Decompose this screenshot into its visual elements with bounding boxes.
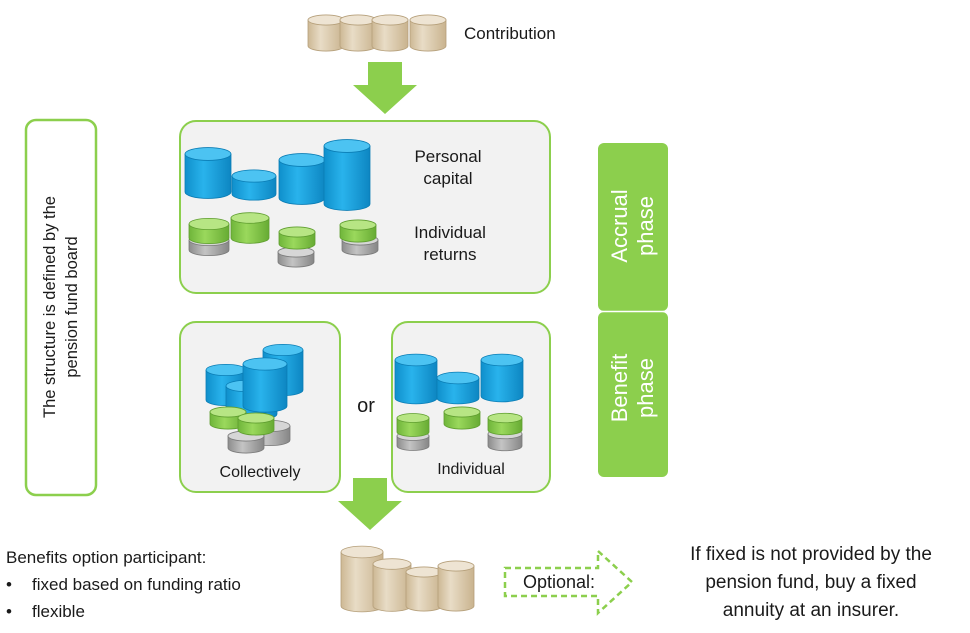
green-cylinder-icon: [188, 217, 230, 244]
blue-cylinder-icon: [394, 353, 438, 405]
structure-note-box: [24, 118, 98, 497]
blue-cylinder-icon: [436, 371, 480, 405]
individual-returns-line-2: returns: [423, 245, 477, 264]
personal-capital-line-1: Personal: [414, 147, 482, 166]
arrow-down-benefits: [338, 478, 402, 530]
contribution-label: Contribution: [464, 24, 556, 43]
benefit-phase-bar: [598, 312, 668, 477]
green-cylinder-icon: [339, 219, 377, 243]
coin-stack-icon: [371, 14, 409, 52]
bullet-icon: •: [6, 602, 12, 621]
accrual-phase-line-2: phase: [633, 196, 658, 256]
benefit-phase-label: Benefit phase: [607, 354, 659, 423]
coin-stack-icon: [409, 14, 447, 52]
individual-cylinders: [394, 353, 524, 452]
coin-stack-icon: [339, 14, 377, 52]
collectively-label: Collectively: [219, 464, 301, 481]
blue-cylinder-icon: [480, 353, 524, 403]
green-cylinder-icon: [230, 212, 270, 244]
accrual-phase-line-1: Accrual: [607, 189, 632, 263]
green-cylinder-icon: [396, 413, 430, 437]
collective-cylinders: [205, 343, 304, 454]
green-cylinder-icon: [443, 406, 481, 430]
participant-option-flexible: • flexible: [6, 598, 241, 625]
benefit-coins: [340, 545, 475, 613]
accrual-phase-bar: [598, 143, 668, 311]
individual-returns-label: Individual returns: [400, 222, 500, 266]
blue-cylinder-icon: [242, 357, 288, 413]
bullet-icon: •: [6, 575, 12, 594]
arrow-down-contribution: [353, 62, 417, 114]
contribution-coins: [307, 14, 447, 52]
benefit-phase-line-2: phase: [633, 358, 658, 418]
green-cylinder-icon: [209, 406, 247, 430]
participant-option-fixed: • fixed based on funding ratio: [6, 571, 241, 598]
coin-stack-icon: [372, 558, 412, 612]
structure-note-line-2: pension fund board: [63, 236, 81, 378]
optional-arrow: [503, 548, 634, 616]
individual-label: Individual: [437, 461, 505, 478]
individual-returns-line-1: Individual: [414, 223, 486, 242]
optional-label: Optional:: [522, 572, 596, 592]
individual-returns-cylinders: [188, 212, 379, 268]
blue-cylinder-icon: [323, 139, 371, 211]
participant-option-flexible-text: flexible: [32, 602, 85, 621]
gray-cylinder-icon: [277, 246, 315, 268]
blue-cylinder-icon: [184, 147, 232, 199]
participant-options: Benefits option participant: • fixed bas…: [6, 544, 241, 625]
structure-note-text: The structure is defined by the pension …: [39, 196, 83, 418]
accrual-phase-label: Accrual phase: [607, 189, 659, 262]
insurer-note-line-1: If fixed is not provided by the: [690, 544, 932, 565]
or-label: or: [357, 395, 375, 417]
green-cylinder-icon: [278, 226, 316, 250]
coin-stack-icon: [437, 560, 475, 612]
personal-capital-label: Personal capital: [398, 146, 498, 190]
green-cylinder-icon: [237, 412, 275, 436]
coin-stack-icon: [405, 566, 443, 612]
coin-stack-icon: [307, 14, 345, 52]
personal-capital-cylinders: [184, 139, 371, 211]
green-cylinder-icon: [487, 412, 523, 436]
blue-cylinder-icon: [231, 169, 277, 201]
benefit-phase-line-1: Benefit: [607, 353, 632, 423]
insurer-note: If fixed is not provided by the pension …: [652, 541, 970, 625]
insurer-note-line-2: pension fund, buy a fixed: [705, 572, 917, 593]
structure-note-line-1: The structure is defined by the: [41, 196, 59, 418]
participant-heading: Benefits option participant:: [6, 548, 207, 567]
personal-capital-line-2: capital: [423, 169, 473, 188]
blue-cylinder-icon: [278, 153, 326, 205]
participant-option-fixed-text: fixed based on funding ratio: [32, 575, 241, 594]
insurer-note-line-3: annuity at an insurer.: [722, 600, 900, 621]
